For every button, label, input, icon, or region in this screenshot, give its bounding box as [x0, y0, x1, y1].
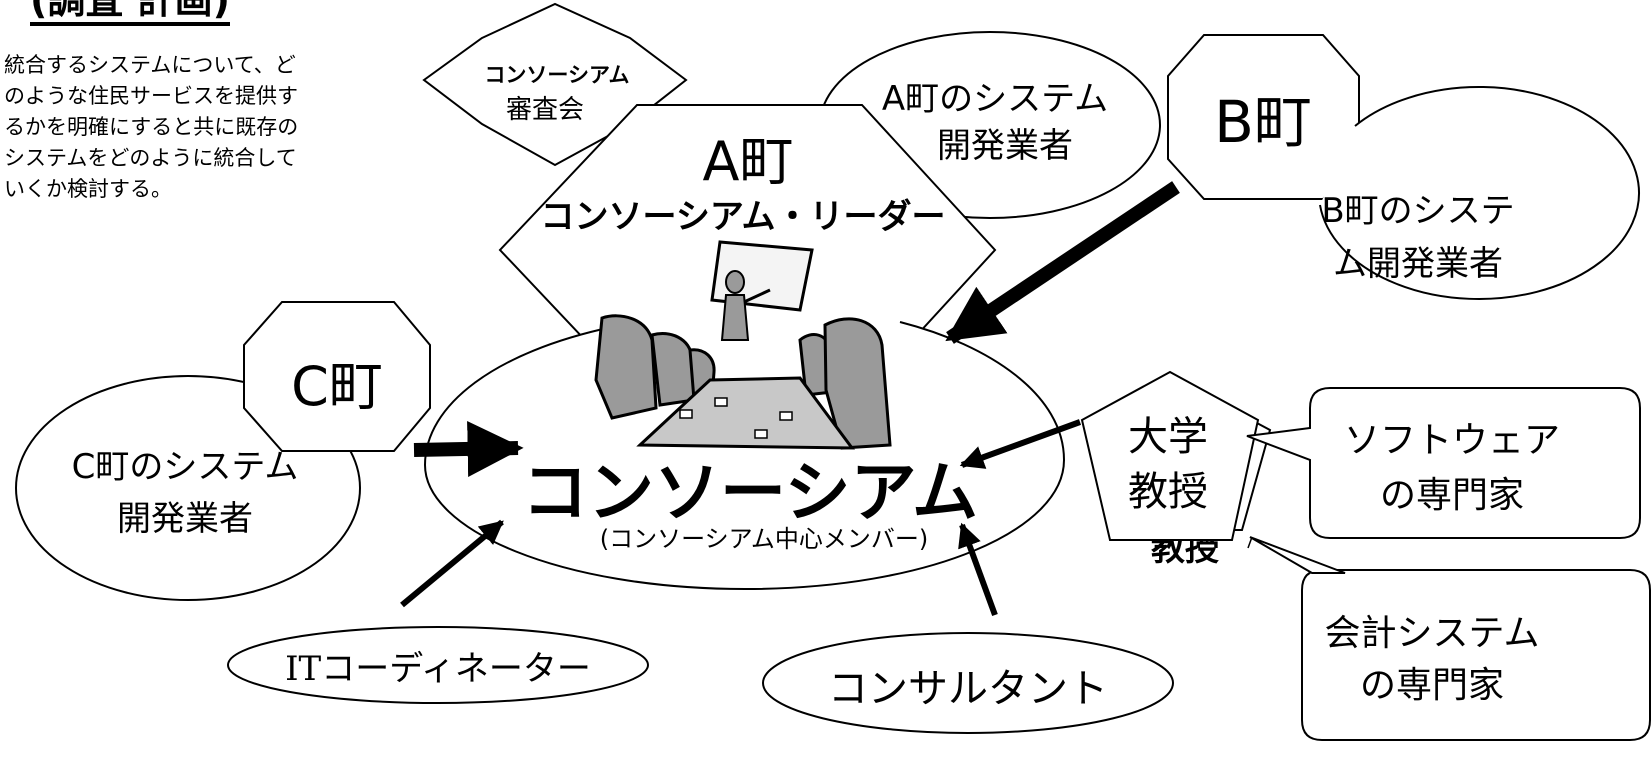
it-coordinator-node: ITコーディネーター	[227, 626, 649, 704]
town-b-vendor-label-1: B町のシステ	[1321, 191, 1514, 231]
town-a-vendor-label-1: A町のシステム	[882, 79, 1108, 119]
town-c-label: C町	[291, 355, 383, 418]
town-b-vendor-node: B町のシステ ム開発業者	[1319, 86, 1640, 300]
accounting-expert-node: 会計システム の専門家	[1247, 536, 1651, 741]
description-line: るかを明確にすると共に既存の	[4, 115, 299, 139]
arrow-consultant-to-consortium	[958, 522, 998, 617]
town-a-role-label: コンソーシアム・リーダー	[541, 197, 946, 237]
description-line: のような住民サービスを提供す	[4, 84, 298, 108]
description-line: システムをどのように統合して	[4, 146, 297, 170]
professor-label-1: 大学	[1128, 414, 1208, 460]
it-coordinator-label: ITコーディネーター	[285, 649, 591, 689]
arrow-town-b-to-consortium	[945, 181, 1180, 344]
consultant-node: コンサルタント	[762, 632, 1174, 734]
professor-node: 大学 教授	[1080, 370, 1260, 541]
consortium-node	[423, 321, 1066, 591]
arrow-professor-to-consortium	[959, 419, 1082, 469]
consultant-label: コンサルタント	[828, 666, 1108, 712]
review-board-label-1: コンソーシアム	[484, 63, 629, 87]
software-expert-label-1: ソフトウェア	[1344, 420, 1560, 461]
arrow-town-c-to-consortium	[413, 420, 524, 477]
town-c-vendor-label-1: C町のシステム	[72, 447, 299, 487]
town-b-node: B町	[1167, 34, 1360, 200]
accounting-expert-label-1: 会計システム	[1325, 613, 1540, 654]
consortium-sub-label: (コンソーシアム中心メンバー)	[600, 525, 929, 553]
accounting-expert-label-2: の専門家	[1360, 665, 1504, 706]
consortium-label: コンソーシアム	[522, 454, 978, 531]
professor-label-2: 教授	[1128, 469, 1208, 515]
description-line: 統合するシステムについて、ど	[4, 53, 296, 77]
description-text: 統合するシステムについて、ど のような住民サービスを提供す るかを明確にすると共…	[4, 50, 404, 205]
software-expert-node: ソフトウェア の専門家	[1246, 387, 1641, 539]
town-c-node: C町	[243, 301, 431, 452]
review-board-label-2: 審査会	[506, 95, 584, 125]
town-a-vendor-label-2: 開発業者	[937, 126, 1073, 166]
town-c-vendor-label-2: 開発業者	[117, 499, 253, 539]
software-expert-label-2: の専門家	[1380, 475, 1524, 516]
description-line: いくか検討する。	[4, 177, 172, 201]
arrow-it-coordinator-to-consortium	[400, 519, 504, 608]
meeting-clipart-icon	[594, 240, 892, 450]
town-b-vendor-label-2: ム開発業者	[1333, 244, 1503, 284]
town-b-label: B町	[1214, 88, 1312, 156]
page-title: (調査 計画)	[30, 0, 230, 26]
town-a-label: A町	[703, 130, 794, 193]
